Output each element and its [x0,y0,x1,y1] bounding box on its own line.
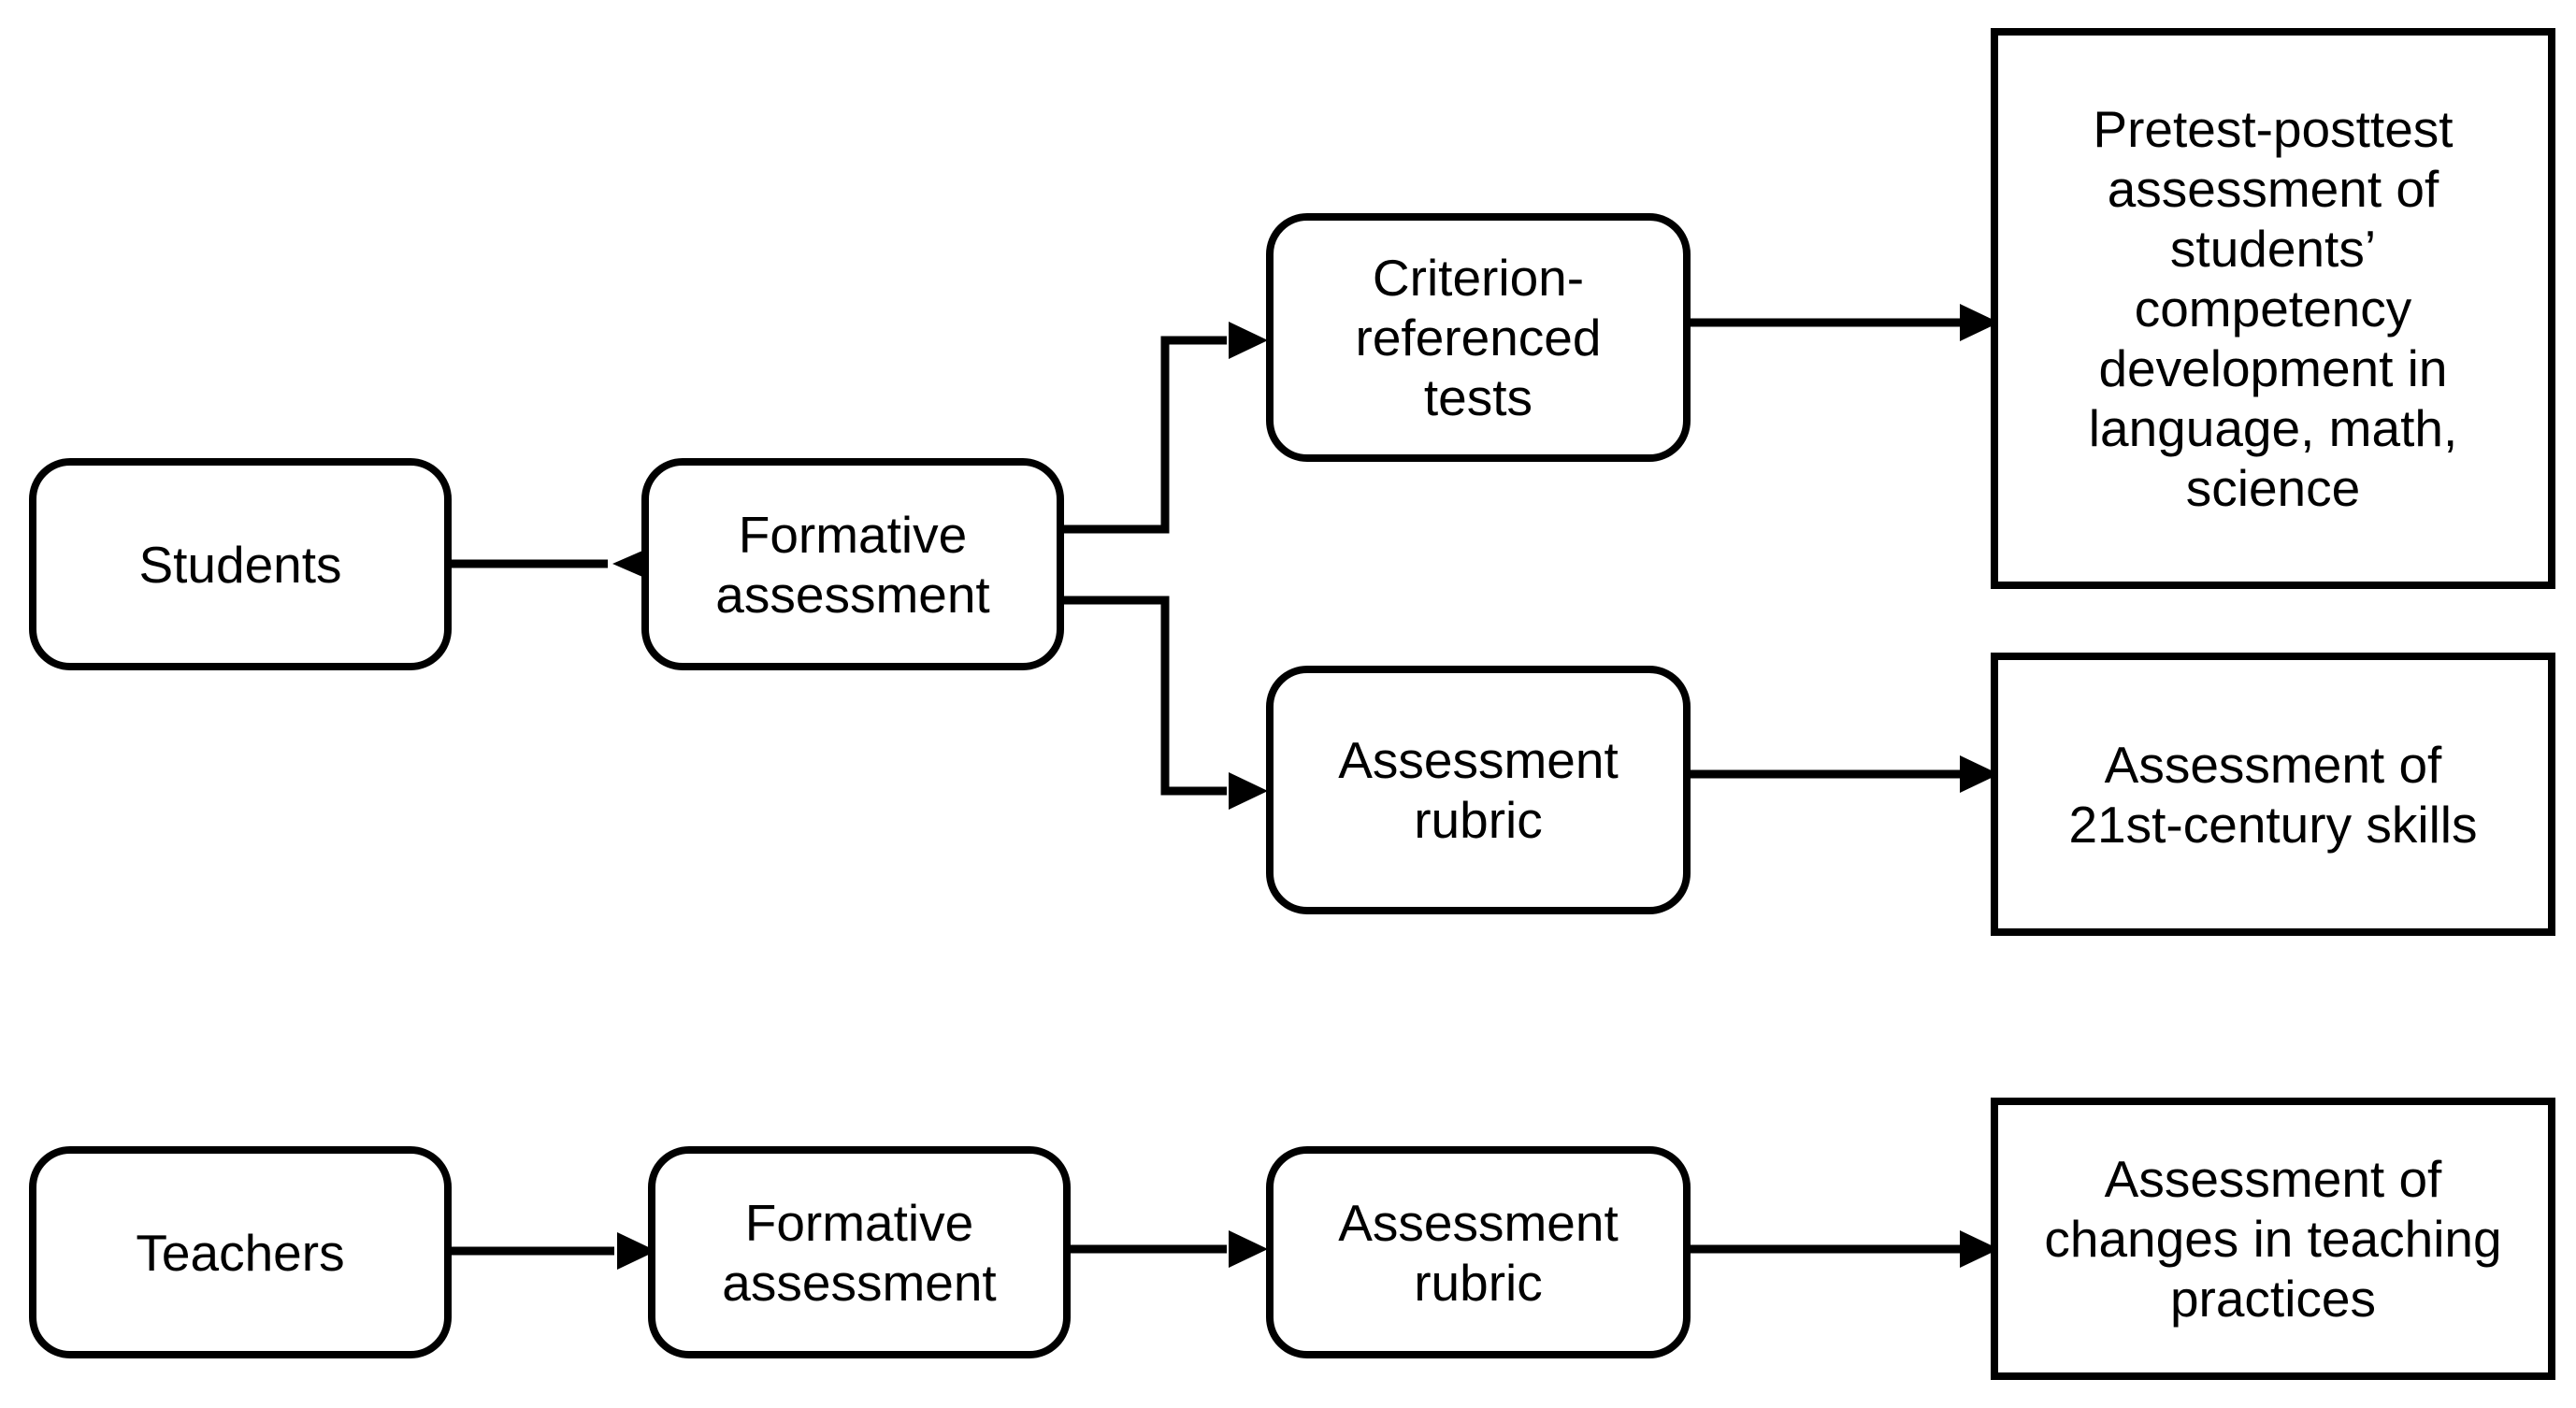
teaching-practices-outcome-node: Assessment of changes in teaching practi… [1991,1098,2555,1380]
rubric-label-line1: Assessment [1338,1193,1619,1252]
students-node: Students [29,458,452,670]
practices-line: changes in teaching [2044,1210,2502,1268]
pretest-line: competency [2134,280,2412,338]
criterion-label-line2: referenced [1355,309,1602,366]
arrow-formative-to-assessment-rubric [1062,596,1227,796]
21st-century-skills-outcome-node: Assessment of 21st-century skills [1991,653,2555,936]
practices-line: practices [2169,1270,2377,1328]
teachers-label: Teachers [136,1223,345,1282]
pretest-line: science [2185,459,2361,517]
arrowhead [1960,755,1999,793]
formative-label-line1: Formative [744,1193,974,1252]
pretest-line: Pretest-posttest [2093,100,2454,158]
arrowhead [617,1232,656,1270]
rubric-label-line2: rubric [1414,791,1543,849]
pretest-line: development in [2098,339,2448,397]
arrow-formative-to-criterion-tests [1062,336,1227,534]
formative-label-line1: Formative [738,505,968,564]
students-assessment-rubric-node: Assessment rubric [1266,666,1691,914]
pretest-line: language, math, [2088,399,2458,457]
teachers-assessment-rubric-node: Assessment rubric [1266,1146,1691,1358]
arrowhead [1960,304,1999,341]
rubric-label-line2: rubric [1414,1253,1543,1312]
formative-label-line2: assessment [722,1253,997,1312]
teachers-node: Teachers [29,1146,452,1358]
pretest-line: students’ [2169,220,2377,278]
practices-line: Assessment of [2104,1150,2442,1208]
students-formative-assessment-node: Formative assessment [641,458,1064,670]
criterion-label-line3: tests [1423,368,1533,426]
arrowhead [1229,1230,1268,1268]
pretest-line: assessment of [2107,160,2439,218]
criterion-referenced-tests-node: Criterion- referenced tests [1266,213,1691,462]
teachers-formative-assessment-node: Formative assessment [648,1146,1071,1358]
skills-line: 21st-century skills [2068,795,2478,854]
students-label: Students [138,535,342,594]
arrowhead [1229,772,1268,810]
pretest-posttest-outcome-node: Pretest-posttest assessment of students’… [1991,28,2555,589]
arrowhead [1229,322,1268,359]
formative-label-line2: assessment [715,565,990,624]
arrowhead [1960,1230,1999,1268]
criterion-label-line1: Criterion- [1372,249,1585,307]
skills-line: Assessment of [2104,735,2442,794]
rubric-label-line1: Assessment [1338,731,1619,789]
